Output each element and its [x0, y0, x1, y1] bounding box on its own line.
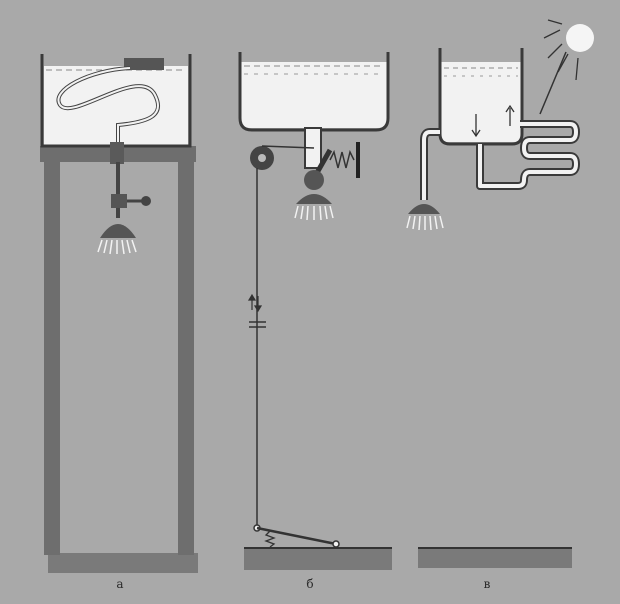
- panel-a-valve: [111, 194, 127, 208]
- panel-c-label: в: [483, 577, 491, 591]
- panel-a-gravity-shower: [40, 54, 198, 573]
- panel-a-label: а: [116, 577, 124, 591]
- panel-c-ground: [418, 548, 572, 568]
- panel-b-valve-body: [304, 170, 324, 190]
- panel-b-ground: [244, 548, 392, 570]
- panel-c-tank-water: [440, 62, 522, 142]
- panel-a-water-spray: [97, 239, 137, 255]
- panel-b-spring: [329, 149, 355, 169]
- panel-c-shower-head: [408, 204, 440, 214]
- panel-c-water-spray: [406, 215, 444, 231]
- panel-a-right-post: [178, 160, 194, 555]
- panel-a-float: [124, 58, 164, 70]
- panel-b-motion-arrows: [247, 293, 263, 313]
- panel-b-label: б: [306, 577, 314, 591]
- sun-icon: [566, 24, 594, 52]
- panel-b-pedal: [256, 526, 337, 546]
- panel-b-shower-head: [296, 194, 332, 204]
- panel-a-left-post: [44, 160, 60, 555]
- panel-b-pedal-shower: [238, 52, 392, 570]
- panel-a-valve-handle: [141, 196, 151, 206]
- panel-b-tank-water: [240, 62, 388, 128]
- panel-a-shower-head: [100, 224, 136, 238]
- panel-a-pipe-clamp: [110, 142, 124, 164]
- panel-b-pedal-spring: [264, 530, 276, 548]
- panel-c-convection-arrows: [471, 104, 515, 138]
- panel-b-cable-top: [261, 145, 315, 149]
- panel-c-outlet-pipe: [420, 128, 440, 200]
- panel-a-ground: [48, 553, 198, 573]
- panel-c-solar-shower: [406, 19, 594, 568]
- sun-beam: [539, 51, 567, 115]
- panel-b-water-spray: [294, 205, 334, 221]
